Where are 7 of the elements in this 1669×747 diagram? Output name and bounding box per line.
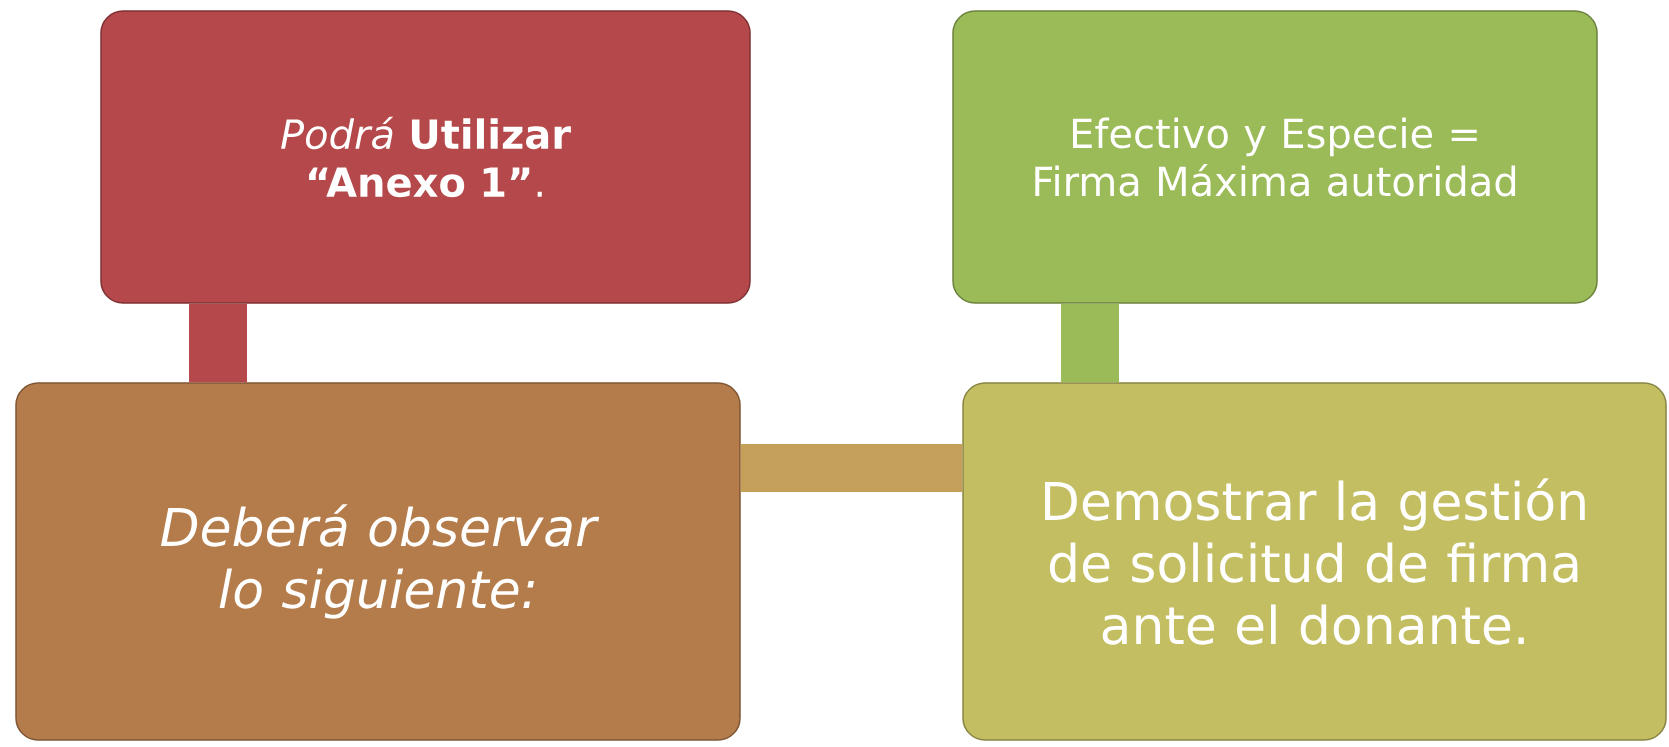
connector-bar xyxy=(189,303,247,383)
process-box: Deberá observar lo siguiente: xyxy=(15,382,741,741)
process-box: Demostrar la gestión de solicitud de firma ante el donante. xyxy=(962,382,1667,741)
connector-bar xyxy=(740,444,963,492)
connector-bar xyxy=(1061,303,1119,383)
process-box: Efectivo y Especie = Firma Máxima autoridad xyxy=(952,10,1598,304)
process-box: Podrá Utilizar “Anexo 1”. xyxy=(100,10,751,304)
